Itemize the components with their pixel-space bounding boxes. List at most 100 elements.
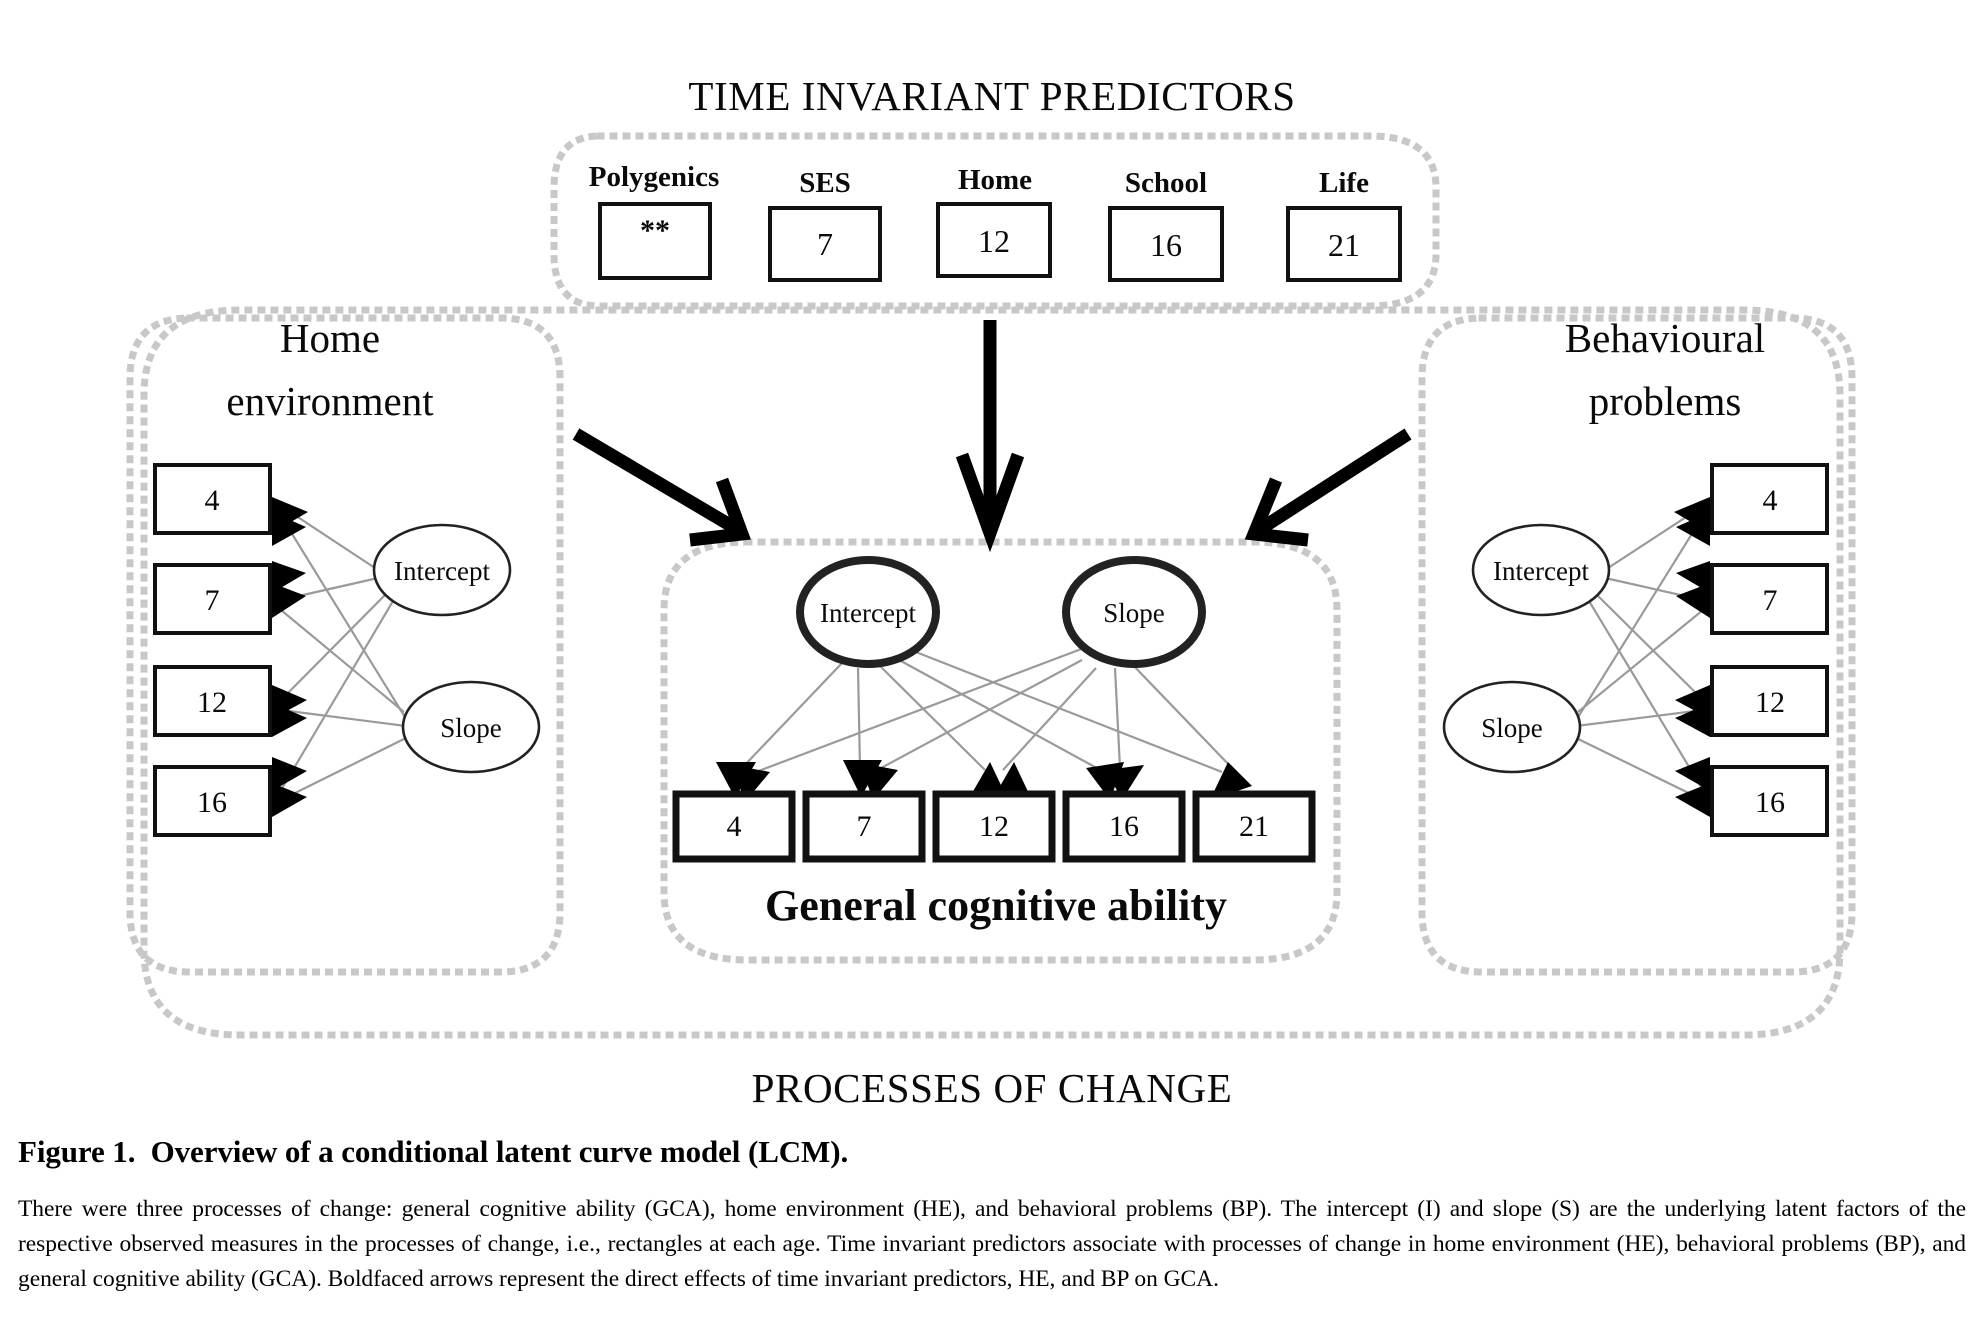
he-indicator-box-16[interactable]	[153, 765, 272, 837]
gca-indicator-value-21: 21	[1239, 810, 1269, 843]
he-slope-ellipse[interactable]	[401, 680, 541, 774]
bp-latent-intercept[interactable]: Intercept	[1471, 523, 1611, 617]
gca-indicator-7[interactable]: 7	[802, 790, 926, 863]
bp-indicator-value-12: 12	[1755, 686, 1785, 719]
bp-arrowheads	[1674, 497, 1710, 817]
gca-intercept-label: Intercept	[820, 598, 916, 628]
he-indicator-value-16: 16	[197, 786, 227, 819]
processes-of-change-container	[140, 306, 1844, 1039]
figure-caption: Figure 1. Overview of a conditional late…	[0, 1120, 1984, 1297]
home-environment-container	[126, 314, 564, 976]
bp-intercept-label: Intercept	[1493, 556, 1589, 586]
he-intercept-ellipse[interactable]	[372, 523, 512, 617]
predictor-value-ses: 7	[817, 226, 833, 262]
predictor-ses[interactable]: SES 7	[768, 167, 882, 282]
bp-intercept-ellipse[interactable]	[1471, 523, 1611, 617]
gca-indicator-box-4[interactable]	[672, 790, 796, 863]
he-latent-slope[interactable]: Slope	[401, 680, 541, 774]
he-indicator-value-7: 7	[205, 584, 220, 617]
bp-indicator-box-4[interactable]	[1710, 463, 1829, 535]
gca-indicator-value-16: 16	[1109, 810, 1139, 843]
general-cognitive-ability-title: General cognitive ability	[765, 881, 1227, 930]
gca-indicator-value-4: 4	[727, 810, 742, 843]
bp-indicator-12[interactable]: 12	[1710, 665, 1829, 737]
gca-indicator-value-12: 12	[979, 810, 1009, 843]
bp-slope-label: Slope	[1481, 713, 1543, 743]
model-diagram-svg: TIME INVARIANT PREDICTORS Polygenics ** …	[126, 73, 1856, 1111]
predictor-value-home: 12	[978, 223, 1010, 259]
home-environment-title-line2: environment	[226, 378, 434, 424]
predictor-label-life: Life	[1319, 167, 1369, 199]
predictor-polygenics[interactable]: Polygenics **	[589, 161, 720, 280]
he-indicator-value-12: 12	[197, 686, 227, 719]
he-indicator-12[interactable]: 12	[153, 665, 272, 737]
home-environment-title-line1: Home	[280, 315, 380, 361]
gca-intercept-ellipse[interactable]	[796, 556, 940, 668]
predictor-box-ses[interactable]	[768, 206, 882, 282]
gca-slope-label: Slope	[1103, 598, 1165, 628]
bp-indicator-box-12[interactable]	[1710, 665, 1829, 737]
he-indicator-box-7[interactable]	[153, 563, 272, 635]
gca-indicator-12[interactable]: 12	[932, 790, 1056, 863]
lcm-diagram: TIME INVARIANT PREDICTORS Polygenics ** …	[126, 73, 1856, 1111]
bp-indicator-value-4: 4	[1763, 484, 1778, 517]
bp-latent-slope[interactable]: Slope	[1442, 680, 1582, 774]
bold-arrow-he-to-gca	[572, 428, 751, 547]
predictor-label-home: Home	[958, 164, 1032, 196]
time-invariant-predictors-container	[550, 132, 1440, 310]
he-indicator-value-4: 4	[205, 484, 220, 517]
predictor-school[interactable]: School 16	[1108, 167, 1224, 282]
bp-indicator-7[interactable]: 7	[1710, 563, 1829, 635]
gca-slope-ellipse[interactable]	[1062, 556, 1206, 668]
gca-latent-intercept[interactable]: Intercept	[796, 556, 940, 668]
gca-indicator-box-7[interactable]	[802, 790, 926, 863]
gca-indicator-4[interactable]: 4	[672, 790, 796, 863]
gca-indicator-box-16[interactable]	[1062, 790, 1186, 863]
gca-indicator-16[interactable]: 16	[1062, 790, 1186, 863]
he-slope-label: Slope	[440, 713, 502, 743]
he-arrowheads	[272, 497, 308, 817]
predictor-home[interactable]: Home 12	[936, 164, 1052, 278]
gca-indicator-21[interactable]: 21	[1192, 790, 1316, 863]
bp-indicator-value-16: 16	[1755, 786, 1785, 819]
predictor-label-polygenics: Polygenics	[589, 161, 720, 193]
time-invariant-predictors-title: TIME INVARIANT PREDICTORS	[688, 73, 1295, 119]
caption-body: There were three processes of change: ge…	[18, 1196, 1966, 1292]
general-cognitive-ability-container	[660, 538, 1341, 964]
bold-arrow-bp-to-gca	[1244, 428, 1412, 547]
bp-indicator-box-7[interactable]	[1710, 563, 1829, 635]
predictor-value-school: 16	[1150, 227, 1182, 263]
home-environment-paths	[280, 505, 411, 801]
predictor-label-school: School	[1125, 167, 1207, 199]
bold-arrow-predictors-to-gca	[955, 320, 1025, 553]
gca-indicator-box-12[interactable]	[932, 790, 1056, 863]
gca-latent-slope[interactable]: Slope	[1062, 556, 1206, 668]
predictor-box-school[interactable]	[1108, 206, 1224, 282]
he-latent-intercept[interactable]: Intercept	[372, 523, 512, 617]
predictor-box-life[interactable]	[1286, 206, 1402, 282]
he-indicator-7[interactable]: 7	[153, 563, 272, 635]
predictor-value-life: 21	[1328, 227, 1360, 263]
he-indicator-box-4[interactable]	[153, 463, 272, 535]
predictor-box-home[interactable]	[936, 202, 1052, 278]
he-indicator-box-12[interactable]	[153, 665, 272, 737]
predictor-box-polygenics[interactable]	[598, 202, 712, 280]
bp-indicator-4[interactable]: 4	[1710, 463, 1829, 535]
he-intercept-label: Intercept	[394, 556, 490, 586]
gca-indicator-box-21[interactable]	[1192, 790, 1316, 863]
caption-title: Figure 1. Overview of a conditional late…	[18, 1134, 849, 1169]
processes-of-change-title: PROCESSES OF CHANGE	[752, 1065, 1233, 1111]
bp-indicator-16[interactable]: 16	[1710, 765, 1829, 837]
bp-slope-ellipse[interactable]	[1442, 680, 1582, 774]
he-indicator-16[interactable]: 16	[153, 765, 272, 837]
gca-indicator-value-7: 7	[857, 810, 872, 843]
bp-indicator-box-16[interactable]	[1710, 765, 1829, 837]
behavioural-problems-title-line2: problems	[1589, 378, 1742, 424]
general-cognitive-ability-paths	[741, 643, 1233, 777]
predictor-label-ses: SES	[799, 167, 851, 199]
predictor-life[interactable]: Life 21	[1286, 167, 1402, 282]
behavioural-problems-title-line1: Behavioural	[1565, 315, 1765, 361]
behavioural-problems-container	[1418, 314, 1856, 976]
he-indicator-4[interactable]: 4	[153, 463, 272, 535]
